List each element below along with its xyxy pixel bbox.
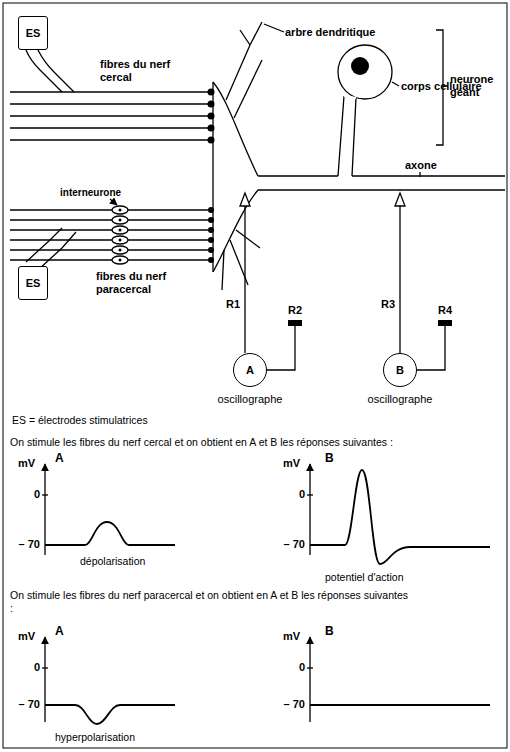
electrode-label: R1 [226, 298, 240, 311]
leader-line [392, 82, 399, 86]
graph-title: A [55, 625, 64, 638]
electrode-label: R4 [438, 304, 452, 317]
oscillograph-circle: A [233, 353, 267, 387]
cell-body [338, 45, 392, 99]
caption-text: On stimule les fibres du nerf paracercal… [10, 589, 410, 615]
curve-label: dépolarisation [80, 555, 145, 568]
electrode-label: R2 [288, 304, 302, 317]
axis-value: – 70 [19, 698, 40, 711]
oscillograph-circle: B [383, 353, 417, 387]
fibre-label: fibres du nerf cercal [100, 58, 172, 84]
axis-unit: mV [283, 630, 300, 643]
electrode-label: R3 [381, 298, 395, 311]
interneurone-bodies [112, 206, 128, 264]
device-label: oscillographe [218, 393, 283, 406]
reference-electrode [288, 320, 302, 326]
stimulating-electrodes [26, 50, 76, 270]
node-label: ES [26, 27, 41, 40]
leader-arrow [110, 199, 117, 205]
part-label: neurone géant [450, 73, 504, 99]
graph-title: B [325, 625, 334, 638]
fibre-label: fibres du nerf paracercal [96, 270, 178, 296]
electrode-box: ES [18, 266, 48, 300]
axis-value: 0 [34, 661, 40, 674]
node-label: B [396, 364, 404, 377]
device-label: oscillographe [368, 393, 433, 406]
axis-value: 0 [34, 488, 40, 501]
cercal-fibres [10, 92, 210, 140]
curve-label: potentiel d'action [325, 571, 403, 584]
recording-electrodes [240, 193, 445, 370]
axis-value: – 70 [19, 538, 40, 551]
axis-unit: mV [18, 630, 35, 643]
node-label: ES [26, 277, 41, 290]
leader-line [419, 172, 420, 177]
frame [3, 3, 507, 748]
graph-title: B [325, 452, 334, 465]
paracercal-fibres [10, 210, 210, 260]
caption-text: On stimule les fibres du nerf cercal et … [10, 436, 505, 449]
axis-value: – 70 [284, 698, 305, 711]
axis-value: 0 [299, 488, 305, 501]
electrode-box: ES [18, 16, 48, 50]
interneurone-nuclei [119, 209, 122, 262]
legend-note: ES = électrodes stimulatrices [12, 414, 148, 427]
dendritic-tree [213, 22, 262, 290]
reference-electrode [438, 320, 452, 326]
nucleus [351, 57, 369, 75]
curve-label: hyperpolarisation [55, 731, 135, 744]
axis-unit: mV [283, 457, 300, 470]
part-label: arbre dendritique [285, 26, 375, 39]
part-label: axone [405, 159, 437, 172]
axis-value: 0 [299, 661, 305, 674]
part-label: interneurone [60, 186, 121, 199]
axis-unit: mV [18, 457, 35, 470]
synaptic-terminals [208, 89, 215, 264]
axis-value: – 70 [284, 538, 305, 551]
leader-line [264, 24, 284, 32]
node-label: A [246, 364, 254, 377]
graph-title: A [55, 452, 64, 465]
axon [258, 96, 505, 190]
